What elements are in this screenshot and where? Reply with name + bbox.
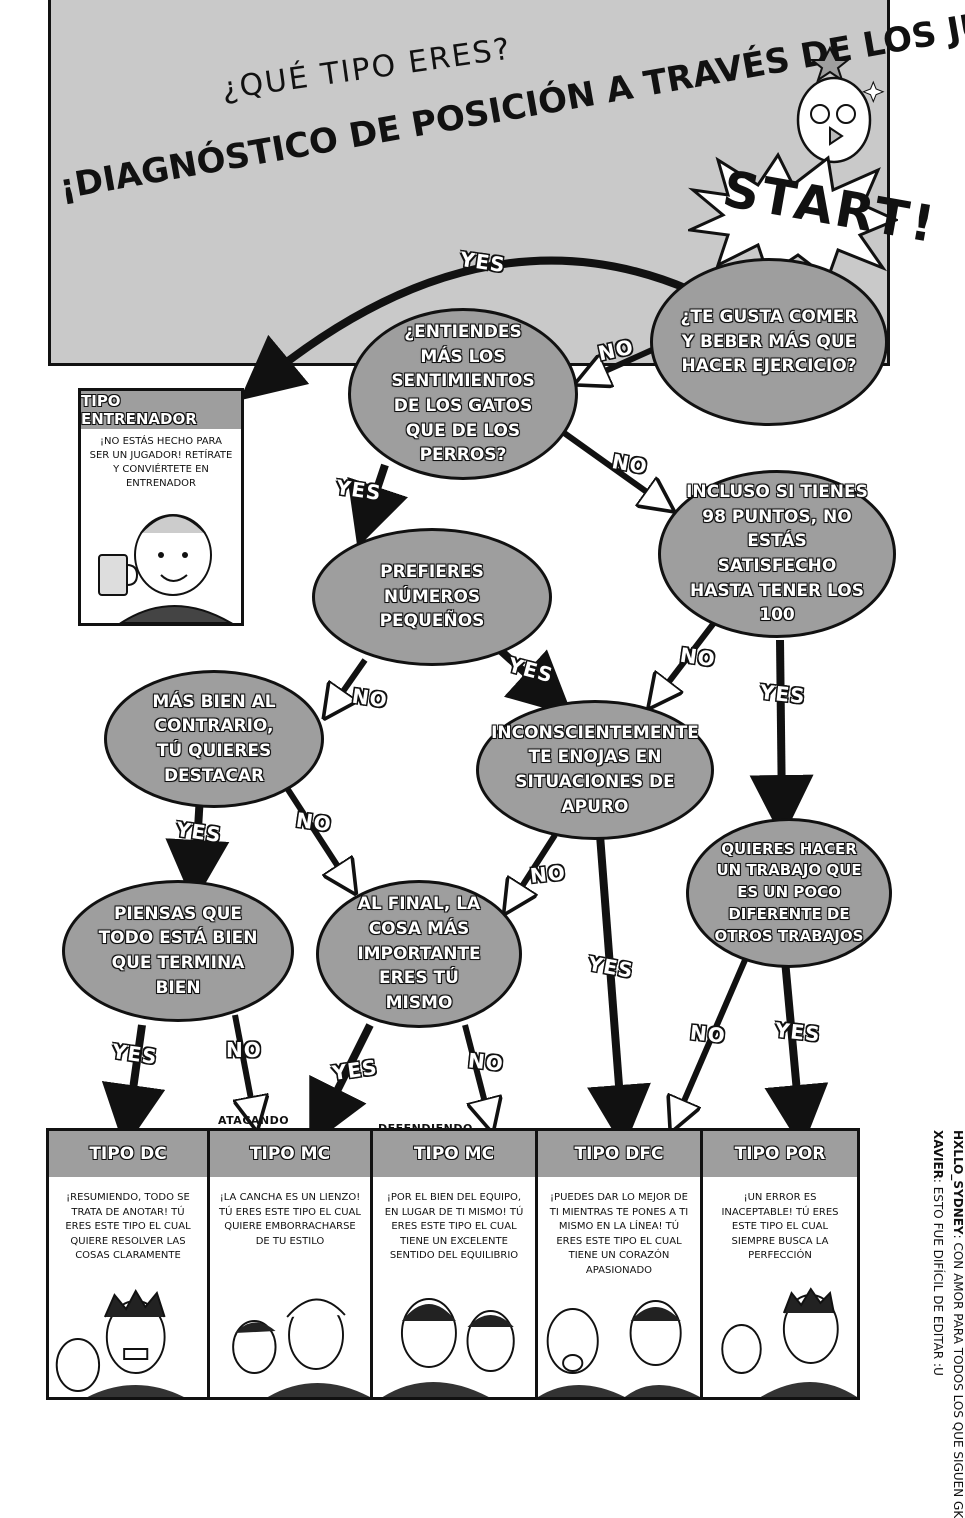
label-q7-no: NO	[688, 1020, 727, 1048]
result-card-text: ¡RESUMIENDO, TODO SE TRATA DE ANOTAR! TÚ…	[65, 1192, 191, 1261]
result-card-text: ¡PUEDES DAR LO MEJOR DE TI MIENTRAS TE P…	[549, 1192, 689, 1276]
result-card-title: TIPO DC	[49, 1131, 207, 1177]
result-card-dc: TIPO DC ¡RESUMIENDO, TODO SE TRATA DE AN…	[46, 1128, 210, 1400]
player-drawing-icon	[721, 1287, 857, 1397]
result-card-mc-attack: TIPO MC ¡LA CANCHA ES UN LIENZO! TÚ ERES…	[207, 1128, 373, 1400]
arrow-q1-yes	[239, 256, 692, 401]
arrow-q5-no	[282, 783, 350, 885]
credit-name-2: XAVIER	[931, 1130, 945, 1179]
arrow-q8-yes	[101, 1024, 166, 1149]
credit-name-1: HXLLO_SYDNEY	[951, 1130, 965, 1235]
credit-text-1: : CON AMOR PARA TODOS LOS QUE SIGUEN GK	[951, 1234, 965, 1518]
arrow-q6-no	[510, 833, 558, 905]
coach-portrait-icon	[98, 514, 233, 623]
result-coach: TIPO ENTRENADOR ¡NO ESTÁS HECHO PARA SER…	[78, 388, 244, 626]
result-mc-attack-tag: ATACANDO	[218, 1114, 290, 1127]
result-card-text: ¡LA CANCHA ES UN LIENZO! TÚ ERES ESTE TI…	[219, 1192, 361, 1247]
label-q6-no: NO	[528, 860, 567, 888]
result-coach-text: ¡NO ESTÁS HECHO PARA SER UN JUGADOR! RET…	[89, 436, 233, 489]
arrow-q2-no	[558, 427, 665, 505]
player-drawing-icon	[538, 1300, 700, 1397]
label-q3-no: NO	[678, 642, 718, 672]
label-q5-no: NO	[294, 807, 334, 837]
question-q2: ¿ENTIENDES MÁS LOS SENTIMIENTOS DE LOS G…	[348, 308, 578, 480]
question-q1: ¿TE GUSTA COMER Y BEBER MÁS QUE HACER EJ…	[650, 258, 888, 426]
question-q7: QUIERES HACER UN TRABAJO QUE ES UN POCO …	[686, 818, 892, 968]
arrow-q9-yes	[309, 1023, 374, 1147]
arrow-q9-no	[462, 1024, 490, 1122]
arrow-q3-yes	[749, 639, 814, 839]
result-card-text: ¡UN ERROR ES INACEPTABLE! TÚ ERES ESTE T…	[721, 1192, 839, 1261]
arrow-q4-no	[330, 658, 368, 710]
question-q5: MÁS BIEN AL CONTRARIO, TÚ QUIERES DESTAC…	[104, 670, 324, 808]
result-card-title: TIPO MC	[210, 1131, 370, 1177]
arrow-q7-yes	[764, 959, 829, 1149]
player-drawing-icon	[55, 1289, 184, 1397]
arrow-q8-no	[232, 1014, 255, 1120]
result-card-title: TIPO MC	[373, 1131, 535, 1177]
credit-text-2: : ESTO FUE DIFÍCIL DE EDITAR :U	[931, 1178, 945, 1376]
question-q8: PIENSAS QUE TODO ESTÁ BIEN QUE TERMINA B…	[62, 880, 294, 1022]
result-card-text: ¡POR EL BIEN DEL EQUIPO, EN LUGAR DE TI …	[384, 1192, 524, 1261]
flow-arrows	[101, 256, 829, 1149]
label-q7-yes: YES	[773, 1017, 822, 1047]
question-q6: INCONSCIENTEMENTE TE ENOJAS EN SITUACION…	[476, 700, 714, 840]
translator-credits: HXLLO_SYDNEY: CON AMOR PARA TODOS LOS QU…	[905, 1130, 965, 1518]
result-coach-title: TIPO ENTRENADOR	[81, 391, 241, 429]
arrow-q3-no	[655, 613, 723, 700]
question-q3: INCLUSO SI TIENES 98 PUNTOS, NO ESTÁS SA…	[658, 470, 896, 638]
result-card-title: TIPO POR	[703, 1131, 857, 1177]
result-card-dfc: TIPO DFC ¡PUEDES DAR LO MEJOR DE TI MIEN…	[535, 1128, 703, 1400]
label-q4-no: NO	[350, 683, 390, 713]
label-q3-yes: YES	[758, 679, 807, 709]
credit-line-1: HXLLO_SYDNEY: CON AMOR PARA TODOS LOS QU…	[951, 1130, 965, 1518]
arrow-q1-no	[585, 347, 654, 380]
arrow-q2-yes	[347, 463, 409, 548]
arrow-q6-yes	[587, 834, 651, 1149]
label-q9-no: NO	[466, 1048, 505, 1076]
result-card-title: TIPO DFC	[538, 1131, 700, 1177]
start-burst-icon	[688, 152, 898, 280]
player-drawing-icon	[232, 1298, 370, 1397]
question-q9: AL FINAL, LA COSA MÁS IMPORTANTE ERES TÚ…	[316, 880, 522, 1028]
arrow-q7-no	[675, 958, 748, 1122]
question-q4: PREFIERES NÚMEROS PEQUEÑOS	[312, 528, 552, 666]
arrow-q4-yes	[497, 647, 573, 717]
result-card-por: TIPO POR ¡UN ERROR ES INACEPTABLE! TÚ ER…	[700, 1128, 860, 1400]
result-card-mc-defend: TIPO MC ¡POR EL BIEN DEL EQUIPO, EN LUGA…	[370, 1128, 538, 1400]
player-drawing-icon	[382, 1298, 515, 1397]
arrow-q5-yes	[165, 794, 230, 904]
credit-line-2: XAVIER: ESTO FUE DIFÍCIL DE EDITAR :U	[931, 1130, 945, 1376]
mascot-bird-icon	[796, 45, 885, 164]
label-q8-no: NO	[226, 1038, 262, 1062]
